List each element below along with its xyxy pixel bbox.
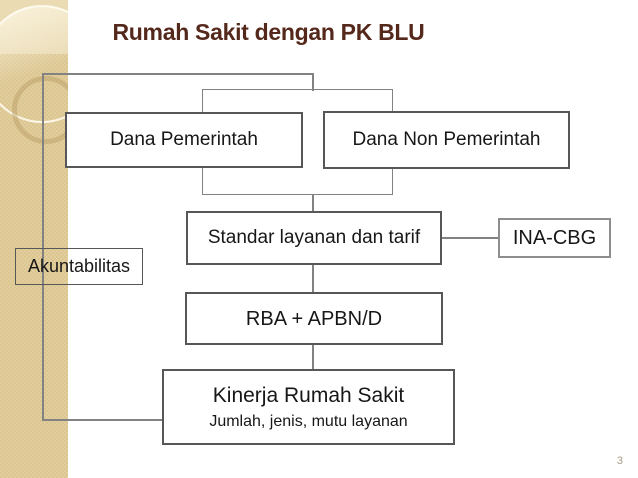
box-rba-apbnd-label: RBA + APBN/D (245, 307, 383, 330)
connector-center-top (312, 73, 314, 91)
box-kinerja-subtitle: Jumlah, jenis, mutu layanan (209, 412, 408, 430)
page-number: 3 (616, 455, 623, 467)
box-dana-non-pemerintah-label: Dana Non Pemerintah (352, 128, 541, 150)
connector-standar-to-inacbg (442, 237, 499, 239)
circle-ring-icon (12, 76, 68, 144)
box-dana-pemerintah: Dana Pemerintah (65, 112, 303, 168)
connector-left-vertical (42, 73, 44, 421)
connector-bottom-left-horizontal (42, 419, 164, 421)
connector-top-horizontal (42, 73, 314, 75)
connector-rba-to-kinerja (312, 345, 314, 370)
box-dana-non-pemerintah: Dana Non Pemerintah (323, 111, 570, 169)
box-rba-apbnd: RBA + APBN/D (185, 292, 443, 345)
sidebar-decoration (0, 0, 68, 478)
connector-bracket-to-standar (312, 195, 314, 212)
slide-title: Rumah Sakit dengan PK BLU (112, 19, 425, 45)
box-akuntabilitas-label: Akuntabilitas (27, 255, 131, 276)
box-kinerja-title: Kinerja Rumah Sakit (212, 384, 405, 408)
box-standar-layanan-label: Standar layanan dan tarif (207, 226, 421, 248)
box-akuntabilitas: Akuntabilitas (15, 248, 143, 285)
box-dana-pemerintah-label: Dana Pemerintah (110, 128, 258, 150)
connector-standar-to-rba (312, 265, 314, 293)
box-ina-cbg: INA-CBG (498, 218, 611, 258)
box-standar-layanan: Standar layanan dan tarif (186, 211, 442, 265)
box-kinerja-rumah-sakit: Kinerja Rumah Sakit Jumlah, jenis, mutu … (162, 369, 455, 445)
box-ina-cbg-label: INA-CBG (512, 227, 597, 249)
